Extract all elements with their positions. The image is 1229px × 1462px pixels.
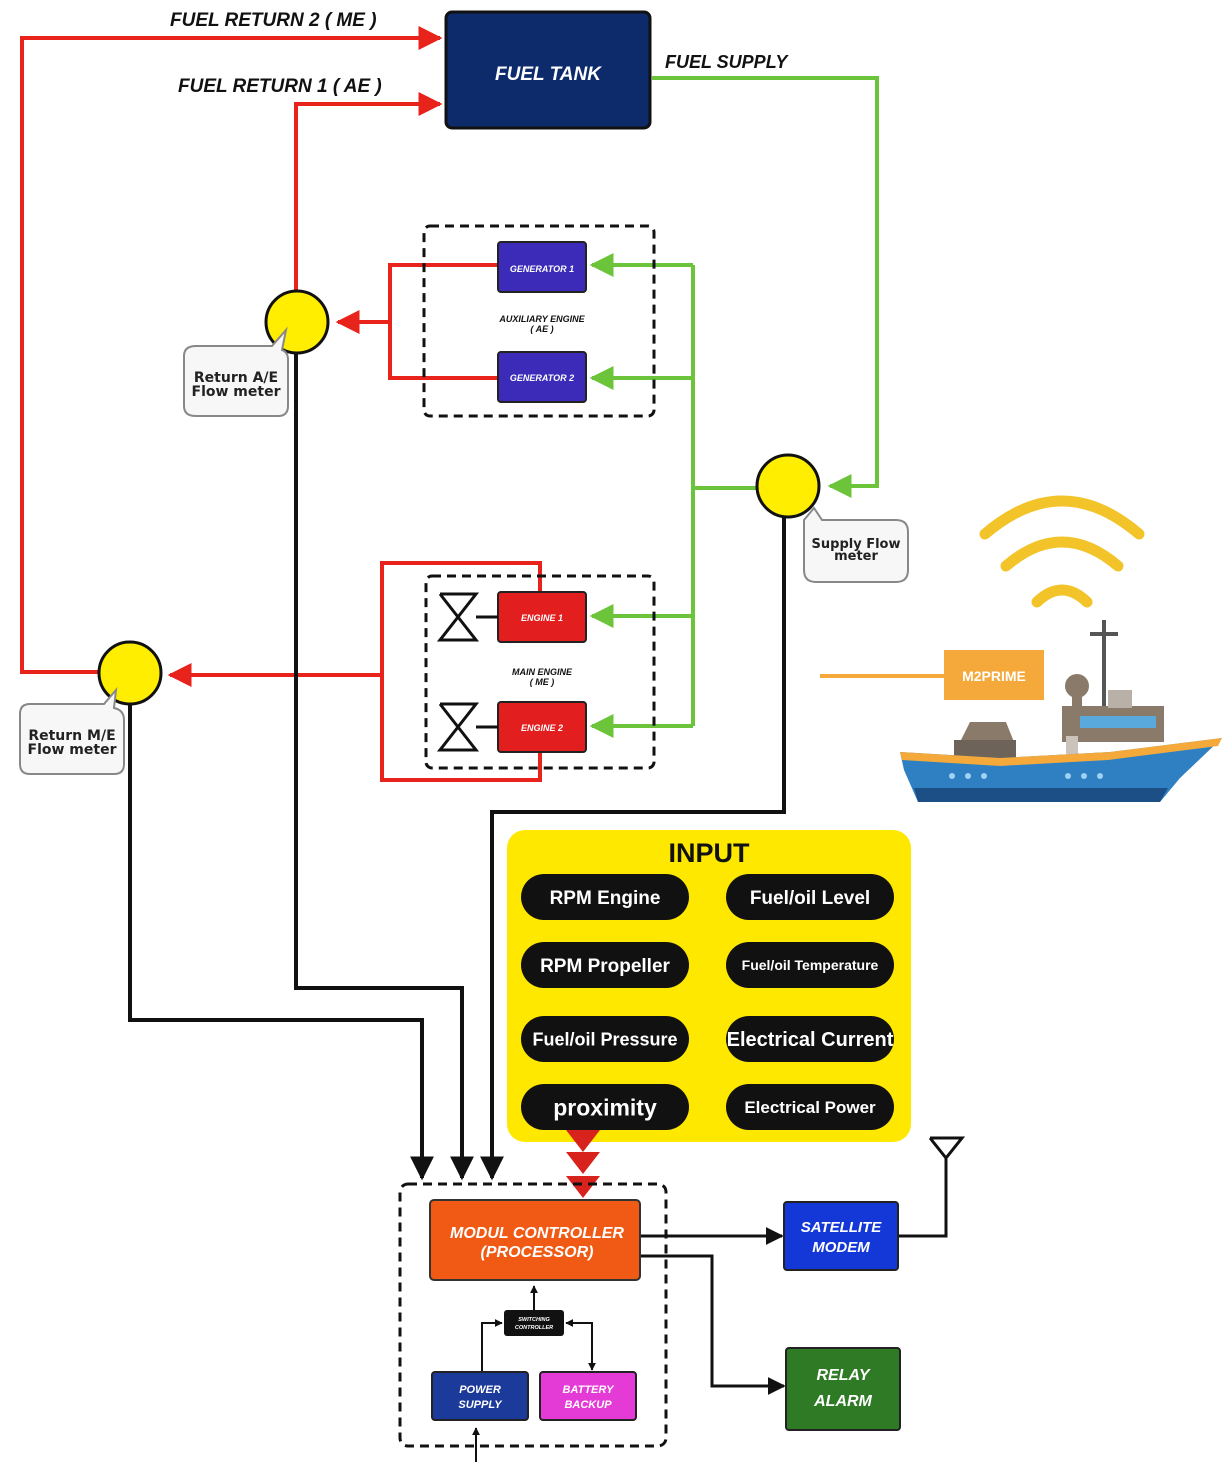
input-item: RPM Propeller xyxy=(521,942,689,988)
input-item-pill xyxy=(521,942,689,988)
signal-line-return-me xyxy=(128,700,434,1181)
generator-1-label: GENERATOR 1 xyxy=(510,264,574,274)
satellite-modem: SATELLITE MODEM xyxy=(783,1201,899,1271)
input-item-label: proximity xyxy=(553,1094,657,1120)
return-me-callout-line1: Return M/E xyxy=(28,728,115,744)
return-ae-callout: Return A/E Flow meter xyxy=(183,326,289,417)
return-me-flow-meter xyxy=(97,640,163,706)
return-me-callout-line2: Flow meter xyxy=(28,742,117,758)
satellite-modem-line2: MODEM xyxy=(812,1239,870,1256)
switching-controller-line2: CONTROLLER xyxy=(515,1325,553,1331)
input-arrows xyxy=(566,1130,600,1198)
modul-controller-line1: MODUL CONTROLLER xyxy=(450,1225,624,1242)
return-line-ae xyxy=(294,92,443,290)
fuel-return-1-label: FUEL RETURN 1 ( AE ) xyxy=(178,76,382,97)
return-line-me xyxy=(20,26,443,674)
supply-line-tank xyxy=(652,76,879,498)
engine-2: ENGINE 2 xyxy=(497,701,587,753)
input-item-pill xyxy=(726,942,894,988)
return-lines xyxy=(20,26,542,782)
battery-backup-line2: BACKUP xyxy=(564,1399,612,1411)
supply-flow-callout-line1: Supply Flow xyxy=(812,537,901,552)
input-item-label: RPM Propeller xyxy=(540,956,670,977)
supply-flow-callout-line2: meter xyxy=(834,549,878,564)
relay-alarm-line2: ALARM xyxy=(813,1393,872,1410)
input-item-label: Electrical Current xyxy=(727,1029,894,1051)
power-supply-line1: POWER xyxy=(459,1384,501,1396)
input-item: RPM Engine xyxy=(521,874,689,920)
input-item-pill xyxy=(726,874,894,920)
fuel-return-2-label: FUEL RETURN 2 ( ME ) xyxy=(170,10,377,31)
input-item: Fuel/oil Pressure xyxy=(521,1016,689,1062)
internal-links xyxy=(472,1285,596,1462)
main-engine-label-sub: ( ME ) xyxy=(530,677,555,687)
antenna-icon xyxy=(928,1136,966,1161)
battery-backup-line1: BATTERY xyxy=(563,1384,616,1396)
engine-1: ENGINE 1 xyxy=(497,591,587,643)
m2prime-label: M2PRIME xyxy=(962,668,1026,684)
switching-controller: SWITCHING CONTROLLER xyxy=(504,1310,564,1336)
return-ae-callout-line1: Return A/E xyxy=(194,370,278,386)
generator-1: GENERATOR 1 xyxy=(497,241,587,293)
relay-alarm-line1: RELAY xyxy=(816,1367,870,1384)
generator-2: GENERATOR 2 xyxy=(497,351,587,403)
input-item: Electrical Power xyxy=(726,1084,894,1130)
supply-line-distribution xyxy=(691,265,758,490)
input-item-pill xyxy=(521,1084,689,1130)
aux-engine-label: AUXILIARY ENGINE xyxy=(498,314,585,324)
input-item-pill xyxy=(726,1016,894,1062)
return-ae-callout-line2: Flow meter xyxy=(192,384,281,400)
fuel-tank-label: FUEL TANK xyxy=(495,64,602,85)
wifi-icon xyxy=(979,495,1145,608)
input-item-label: RPM Engine xyxy=(550,888,661,909)
valve-icon xyxy=(436,592,498,642)
m2prime-badge: M2PRIME xyxy=(944,650,1044,700)
input-item-pill xyxy=(521,874,689,920)
signal-line-return-ae xyxy=(294,350,474,1181)
input-item: proximity xyxy=(521,1084,689,1130)
engine-2-label: ENGINE 2 xyxy=(521,723,563,733)
power-supply: POWER SUPPLY xyxy=(431,1371,529,1421)
input-panel-title: INPUT xyxy=(669,838,751,868)
modul-controller: MODUL CONTROLLER (PROCESSOR) xyxy=(429,1199,641,1281)
input-item-label: Electrical Power xyxy=(744,1098,876,1117)
generator-2-label: GENERATOR 2 xyxy=(510,373,574,383)
input-item: Fuel/oil Level xyxy=(726,874,894,920)
battery-backup: BATTERY BACKUP xyxy=(539,1371,637,1421)
fuel-supply-label: FUEL SUPPLY xyxy=(665,52,789,72)
aux-engine-group xyxy=(422,224,656,418)
input-item-label: Fuel/oil Level xyxy=(750,888,870,909)
input-item-label: Fuel/oil Temperature xyxy=(742,957,879,973)
aux-engine-label-sub: ( AE ) xyxy=(530,324,553,334)
engine-1-label: ENGINE 1 xyxy=(521,613,563,623)
switching-controller-line1: SWITCHING xyxy=(518,1317,550,1323)
main-engine-group xyxy=(424,574,656,770)
valve-icon xyxy=(436,702,498,752)
input-item-pill xyxy=(521,1016,689,1062)
modul-controller-line2: (PROCESSOR) xyxy=(481,1244,594,1261)
input-item-label: Fuel/oil Pressure xyxy=(532,1029,677,1049)
input-item: Fuel/oil Temperature xyxy=(726,942,894,988)
supply-lines xyxy=(589,76,879,738)
main-engine-label: MAIN ENGINE xyxy=(512,667,573,677)
input-item: Electrical Current xyxy=(726,1016,894,1062)
supply-flow-meter xyxy=(755,453,821,519)
power-supply-line2: SUPPLY xyxy=(458,1399,503,1411)
satellite-modem-line1: SATELLITE xyxy=(801,1219,883,1236)
input-item-pill xyxy=(726,1084,894,1130)
signal-line-supply xyxy=(480,518,786,1181)
signal-lines xyxy=(128,350,948,1395)
supply-flow-callout: Supply Flow meter xyxy=(803,506,909,583)
ship-icon xyxy=(900,620,1222,802)
eng-return-line xyxy=(380,561,542,782)
gen-return-line xyxy=(388,263,498,380)
fuel-tank: FUEL TANK xyxy=(444,10,652,130)
relay-alarm: RELAY ALARM xyxy=(785,1347,901,1431)
return-me-callout: Return M/E Flow meter xyxy=(19,686,125,775)
controller-group xyxy=(398,1182,668,1448)
